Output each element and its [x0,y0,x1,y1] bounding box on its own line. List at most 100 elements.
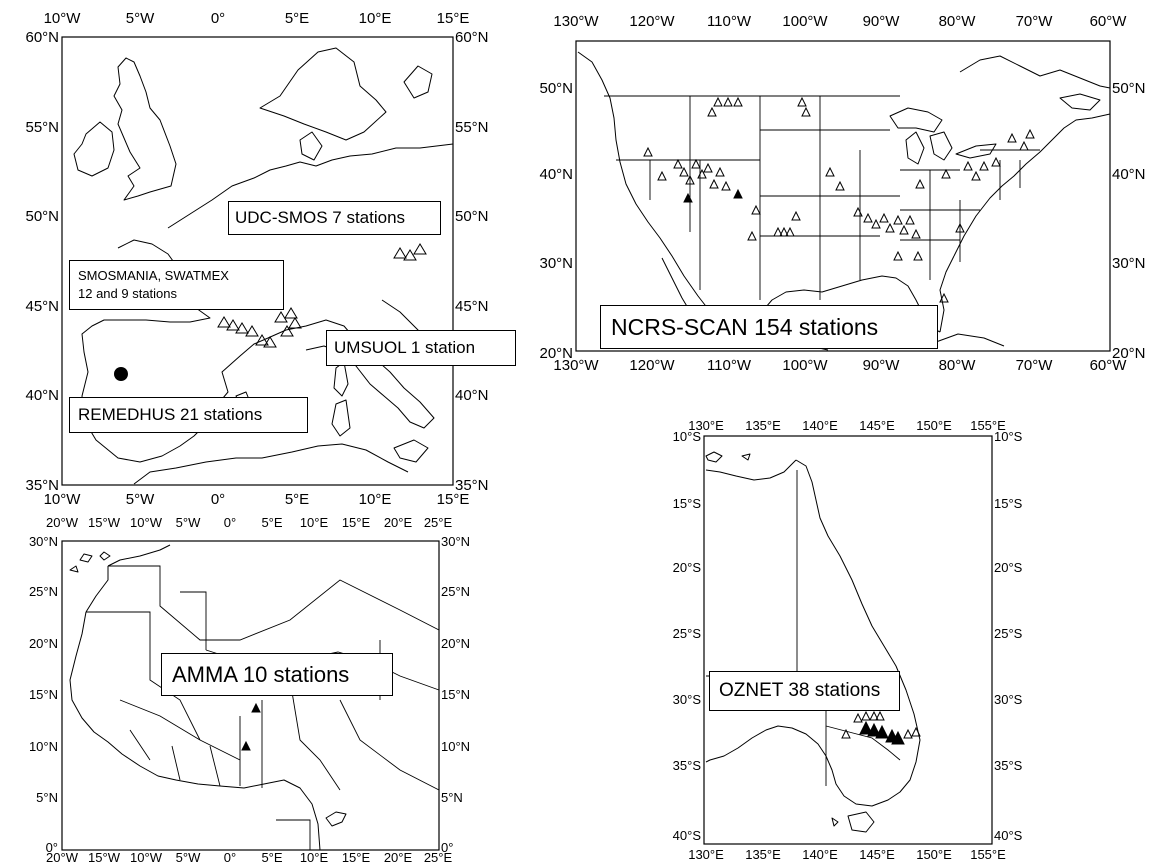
lon-tick: 15°E [342,515,371,530]
lon-tick: 155°E [970,418,1006,433]
station-marker [879,212,889,223]
network-label-umsuol: UMSUOL 1 station [326,330,516,366]
network-label-udc-smos: UDC-SMOS 7 stations [228,201,441,235]
station-marker [801,106,811,117]
lon-tick: 155°E [970,847,1006,862]
lon-tick: 90°W [863,357,901,374]
station-marker [217,316,231,328]
station-marker [867,722,881,737]
station-marker [751,204,761,215]
lat-tick: 5°N [441,790,463,805]
usa-lat-ticks-left: 50°N 40°N 30°N 20°N [539,80,573,362]
lon-tick: 10°W [130,850,163,865]
usa-map-frame [575,40,1111,352]
lon-tick: 5°E [261,515,282,530]
station-marker [274,311,288,323]
lon-tick: 60°W [1090,13,1128,30]
station-marker [1007,132,1017,143]
lat-tick: 50°N [539,80,573,97]
westafrica-lat-ticks-left: 30°N 25°N 20°N 15°N 10°N 5°N 0° [29,534,58,855]
westafrica-borders [86,565,440,850]
lon-tick: 120°W [629,13,675,30]
station-marker [875,724,889,739]
station-marker [853,206,863,217]
lat-tick: 5°N [36,790,58,805]
lon-tick: 110°W [707,357,752,374]
station-marker [657,170,667,181]
lon-tick: 20°E [384,515,413,530]
station-marker [1019,140,1029,151]
station-marker [875,710,885,721]
station-marker [773,226,783,237]
lat-tick: 15°S [994,496,1023,511]
station-marker [825,166,835,177]
station-marker [241,740,251,751]
lon-tick: 80°W [939,13,977,30]
westafrica-lon-ticks-top: 20°W 15°W 10°W 5°W 0° 5°E 10°E 15°E 20°E… [46,515,452,530]
usa-map: 130°W 120°W 110°W 100°W 90°W 80°W 70°W 6… [539,13,1145,374]
lon-tick: 5°W [176,850,201,865]
station-marker [785,226,795,237]
station-marker [885,222,895,233]
network-label-text: OZNET 38 stations [719,680,881,701]
station-marker [263,336,277,348]
europe-lon-ticks-bottom: 10°W 5°W 0° 5°E 10°E 15°E [44,491,470,508]
station-marker [861,710,871,721]
europe-map-frame [61,36,454,486]
lat-tick: 15°S [673,496,702,511]
westafrica-lon-ticks-bottom: 20°W 15°W 10°W 5°W 0° 5°E 10°E 15°E 20°E… [46,850,452,865]
lat-tick: 60°N [25,29,59,46]
australia-stations [841,710,921,745]
station-marker [280,325,294,337]
station-marker [721,180,731,191]
lon-tick: 10°E [300,850,329,865]
lon-tick: 130°E [688,847,724,862]
lat-tick: 40°S [673,828,702,843]
australia-lon-ticks-bottom: 130°E 135°E 140°E 145°E 150°E 155°E [688,847,1006,862]
station-marker [871,218,881,229]
network-label-smosmania-swatmex: SMOSMANIA, SWATMEX 12 and 9 stations [69,260,284,310]
lon-tick: 25°E [424,515,453,530]
lat-tick: 15°N [29,687,58,702]
lat-tick: 40°N [539,166,573,183]
station-marker [723,96,733,107]
lon-tick: 140°E [802,847,838,862]
lon-tick: 130°E [688,418,724,433]
lat-tick: 55°N [25,119,59,136]
station-marker [979,160,989,171]
lon-tick: 60°W [1090,357,1128,374]
station-marker [709,178,719,189]
lat-tick: 10°N [29,739,58,754]
station-marker [797,96,807,107]
lon-tick: 5°W [126,491,155,508]
westafrica-lat-ticks-right: 30°N 25°N 20°N 15°N 10°N 5°N 0° [441,534,470,855]
lat-tick: 35°N [25,477,59,494]
lon-tick: 0° [224,850,236,865]
lon-tick: 150°E [916,847,952,862]
station-marker [288,317,302,329]
lon-tick: 5°E [285,491,309,508]
lat-tick: 20°N [539,345,573,362]
station-marker [1025,128,1035,139]
lat-tick: 50°N [1112,80,1146,97]
lon-tick: 20°E [384,850,413,865]
lon-tick: 10°E [359,491,392,508]
network-label-text: NCRS-SCAN 154 stations [611,314,879,340]
australia-map-frame [703,435,993,845]
lat-tick: 40°S [994,828,1023,843]
lat-tick: 20°N [29,636,58,651]
europe-lon-ticks-top: 10°W 5°W 0° 5°E 10°E 15°E [44,10,470,27]
lat-tick: 40°N [455,387,489,404]
network-label-oznet: OZNET 38 stations [709,671,900,711]
westafrica-map: 20°W 15°W 10°W 5°W 0° 5°E 10°E 15°E 20°E… [29,515,470,865]
lat-tick: 45°N [25,298,59,315]
station-marker [941,168,951,179]
station-marker [971,170,981,181]
lon-tick: 130°W [553,13,599,30]
lat-tick: 45°N [455,298,489,315]
australia-map: 130°E 135°E 140°E 145°E 150°E 155°E 130°… [673,418,1023,862]
lon-tick: 135°E [745,418,781,433]
lat-tick: 0° [441,840,453,855]
station-marker [284,307,298,319]
network-label-text: UMSUOL 1 station [334,338,476,357]
